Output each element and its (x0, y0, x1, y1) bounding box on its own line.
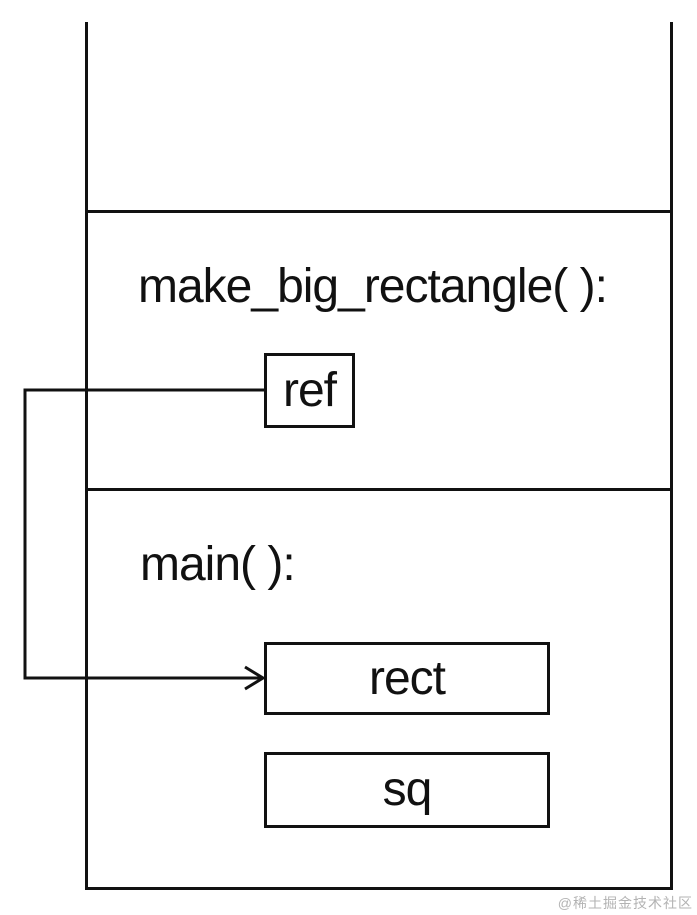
frame-title-main: main( ): (140, 538, 296, 591)
stack-bottom-edge (85, 887, 673, 890)
variable-box-sq: sq (264, 752, 550, 828)
variable-label-sq: sq (382, 763, 433, 816)
variable-box-ref: ref (264, 353, 355, 428)
frame-divider-middle (85, 488, 673, 491)
stack-right-edge (670, 22, 673, 890)
frame-title-make-big-rectangle: make_big_rectangle( ): (138, 260, 608, 313)
variable-label-ref: ref (282, 363, 337, 417)
watermark: @稀土掘金技术社区 (557, 895, 693, 911)
frame-divider-top (85, 210, 673, 213)
variable-box-rect: rect (264, 642, 550, 715)
stack-left-edge (85, 22, 88, 890)
variable-label-rect: rect (368, 651, 446, 705)
